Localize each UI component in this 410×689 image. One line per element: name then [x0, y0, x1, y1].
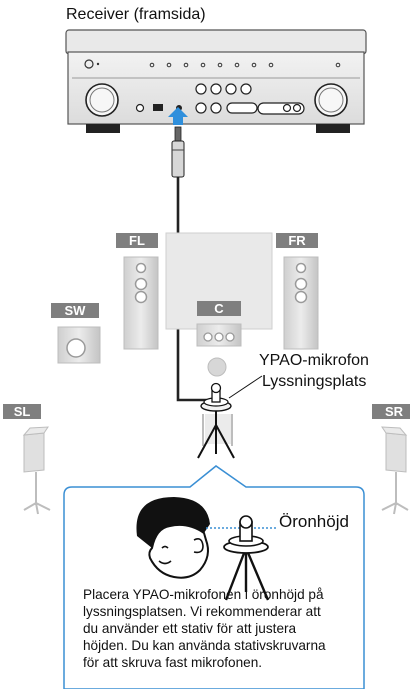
- listening-position: [197, 357, 263, 459]
- receiver: [65, 29, 367, 133]
- speaker-label-sr: SR: [385, 404, 404, 419]
- instruction-text: Placera YPAO-mikrofonen i öronhöjd på ly…: [83, 586, 359, 671]
- speaker-sw: SW: [51, 303, 101, 364]
- callout-box: [63, 465, 365, 689]
- instruction-line: för att skruva fast mikrofonen.: [83, 655, 263, 670]
- speaker-sl: SL: [3, 404, 51, 515]
- instruction-line: Placera YPAO-mikrofonen i öronhöjd på: [83, 587, 324, 602]
- speaker-label-sl: SL: [14, 404, 31, 419]
- connection-arrow: [168, 107, 188, 125]
- ear-height-label: Öronhöjd: [279, 512, 349, 531]
- instruction-line: du använder ett stativ för att justera: [83, 621, 297, 636]
- mic-label: YPAO-mikrofon: [259, 352, 369, 369]
- instruction-line: höjden. Du kan använda stativskruvarna: [83, 638, 326, 653]
- speaker-fl: FL: [116, 233, 159, 350]
- speaker-fr: FR: [276, 233, 319, 350]
- speaker-label-sw: SW: [65, 303, 87, 318]
- instruction-line: lyssningsplatsen. Vi rekommenderar att: [83, 604, 321, 619]
- speaker-label-fl: FL: [129, 233, 145, 248]
- receiver-title: Receiver (framsida): [66, 6, 206, 23]
- speaker-label-c: C: [214, 301, 224, 316]
- listening-position-label: Lyssningsplats: [262, 373, 367, 390]
- speaker-sr: SR: [372, 404, 410, 515]
- mic-leader-line: [228, 375, 263, 399]
- speaker-label-fr: FR: [288, 233, 306, 248]
- speaker-c: C: [196, 301, 242, 347]
